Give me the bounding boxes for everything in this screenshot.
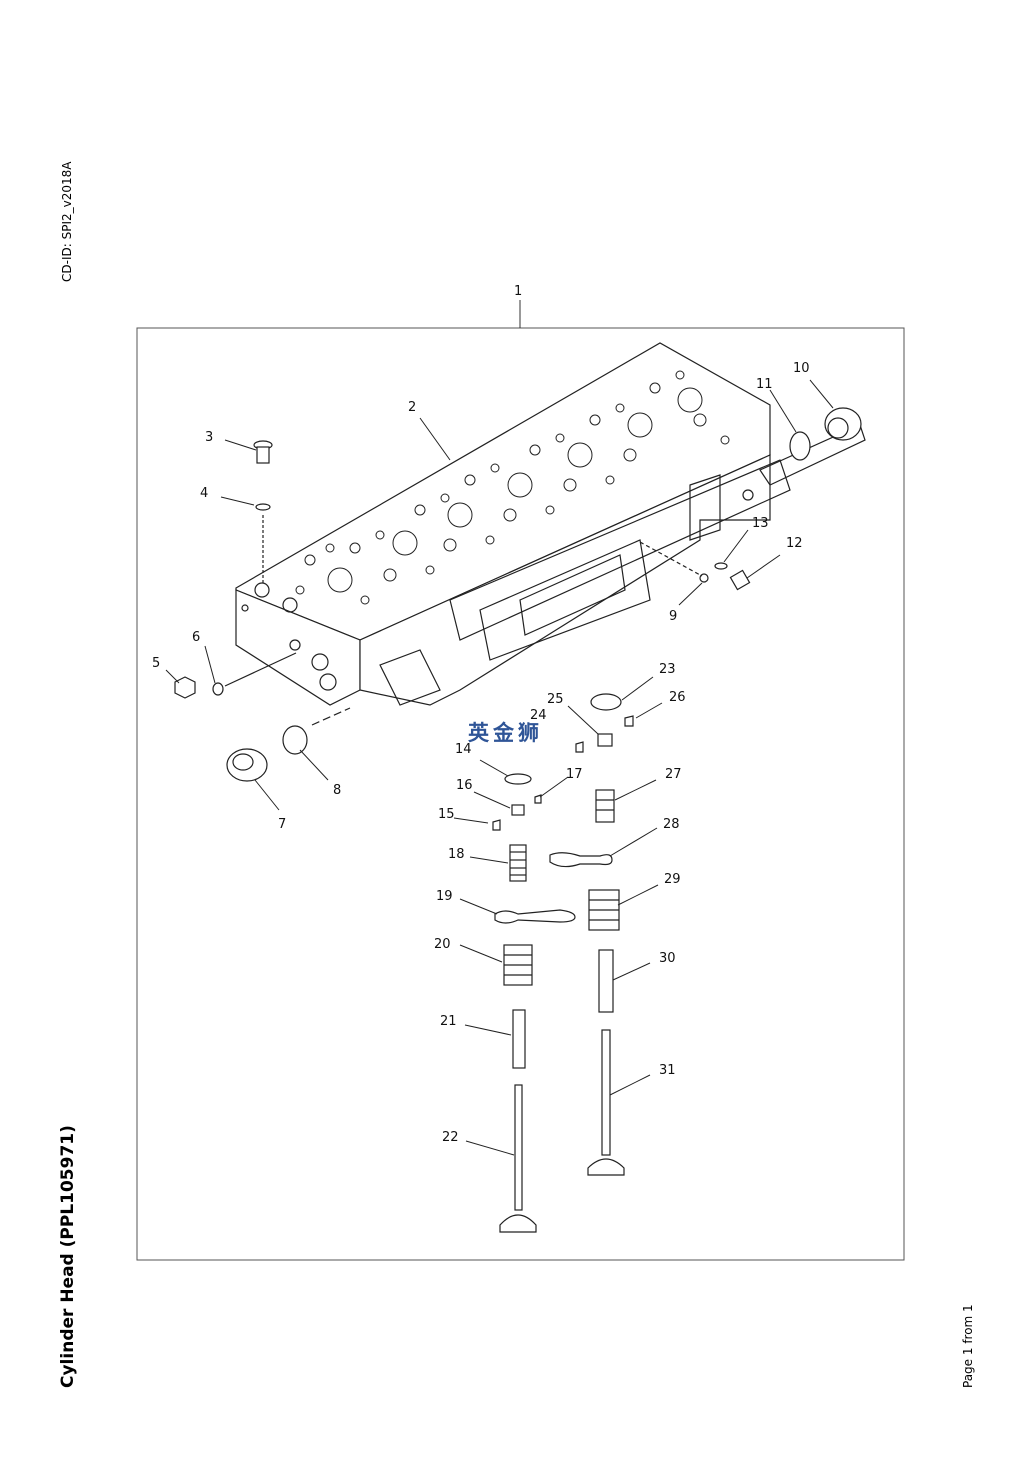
callout-12: 12 (786, 536, 803, 551)
callout-labels: 1 2 3 4 5 6 7 8 9 10 11 12 13 14 15 16 1… (152, 284, 810, 1145)
callout-3: 3 (205, 430, 213, 445)
callout-4: 4 (200, 486, 208, 501)
callout-10: 10 (793, 361, 810, 376)
watermark-text: 英金狮 (468, 721, 543, 745)
callout-14: 14 (455, 742, 472, 757)
callout-19: 19 (436, 889, 453, 904)
callout-11: 11 (756, 377, 773, 392)
leader-lines (165, 379, 834, 1156)
callout-17: 17 (566, 767, 583, 782)
callout-27: 27 (665, 767, 682, 782)
callout-18: 18 (448, 847, 465, 862)
callout-1: 1 (514, 284, 522, 299)
valve-train-left (492, 773, 576, 1233)
deck-holes (295, 370, 730, 605)
callout-22: 22 (442, 1130, 459, 1145)
callout-20: 20 (434, 937, 451, 952)
callout-30: 30 (659, 951, 676, 966)
callout-16: 16 (456, 778, 473, 793)
callout-15: 15 (438, 807, 455, 822)
callout-21: 21 (440, 1014, 457, 1029)
callout-9: 9 (669, 609, 677, 624)
callout-8: 8 (333, 783, 341, 798)
callout-28: 28 (663, 817, 680, 832)
left-side-parts (174, 652, 351, 782)
top-plug-parts (253, 440, 273, 585)
callout-23: 23 (659, 662, 676, 677)
callout-6: 6 (192, 630, 200, 645)
callout-26: 26 (669, 690, 686, 705)
callout-31: 31 (659, 1063, 676, 1078)
valve-train-right (549, 693, 634, 1176)
callout-7: 7 (278, 817, 286, 832)
right-side-parts (639, 407, 862, 591)
callout-29: 29 (664, 872, 681, 887)
callout-13: 13 (752, 516, 769, 531)
callout-5: 5 (152, 656, 160, 671)
cylinder-head-drawing (235, 342, 866, 706)
callout-24: 24 (530, 708, 547, 723)
callout-2: 2 (408, 400, 416, 415)
callout-25: 25 (547, 692, 564, 707)
